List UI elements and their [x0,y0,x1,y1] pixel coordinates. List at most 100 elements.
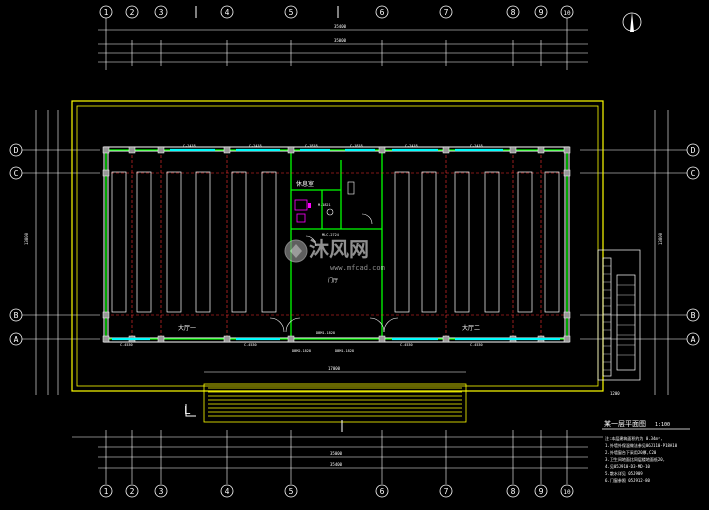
dim-right-total: 13800 [658,232,663,245]
bottom-axis-labels: 1 2 3 4 5 6 7 8 9 10 [104,487,571,496]
axis-top-3: 3 [159,8,164,17]
window-label: C-2418 [183,144,196,148]
top-axis-bubbles [99,5,574,19]
window-label: C-1818 [305,144,318,148]
axis-bottom-5: 5 [289,487,294,496]
exterior-walls [103,146,570,343]
bottom-axis-bubbles [99,484,574,498]
outer-boundary-outer [71,100,604,392]
dim-left-total: 13800 [24,232,29,245]
drawing-scale: 1:100 [655,422,670,428]
washroom-fixtures [294,181,355,223]
windows-cyan [112,148,560,341]
note-line: 4.见05J910-D3-MD-10 [605,464,651,469]
grid-axis-lines [106,150,567,339]
axis-bottom-4: 4 [225,487,230,496]
axis-right-d: D [691,146,696,155]
right-dimension-lines [580,110,687,395]
note-line: 3.卫生间地面比同层楼地面低20, [605,456,665,462]
dim-overall-top: 35400 [334,24,347,29]
watermark-main: 沐风网 [309,237,369,261]
door-label: DBM2-1828 [292,349,311,353]
top-dimension-lines [98,18,588,70]
window-label: C-4530 [120,343,133,347]
axis-left-d: D [14,146,19,155]
dim-overall-bottom: 35000 [330,451,343,456]
watermark: 沐风网 www.mfcad.com [284,237,385,272]
right-axis-labels: D C B A [691,146,696,344]
left-axis-labels: D C B A [14,146,19,344]
outer-boundary-inner [76,105,599,387]
dim-overall-top-inner: 35000 [334,38,347,43]
door-label: DBM1-1828 [316,331,335,335]
hall2-desks [394,171,560,313]
axis-bottom-7: 7 [444,487,449,496]
door-labels: M-1821 MLC-2724 DBM2-1828 DBM1-1828 DBM1… [292,203,354,353]
room-label-hall2: 大厅二 [462,324,480,332]
axis-top-8: 8 [511,8,516,17]
door-label: M-1821 [318,203,331,207]
axis-left-c: C [14,169,19,178]
axis-top-5: 5 [289,8,294,17]
axis-bottom-9: 9 [539,487,544,496]
axis-right-c: C [691,169,696,178]
right-stair [597,249,641,381]
note-line: 注:本层建筑面积约为 0.34m², [605,435,663,441]
top-axis-labels: 1 2 3 4 5 6 7 8 9 10 [104,8,571,17]
bottom-dimension-lines [72,430,603,484]
axis-bottom-1: 1 [104,487,109,496]
section-marker-bottom [185,404,343,432]
section-marker-top [195,6,339,18]
drawing-title: 某一层平面图 [604,420,646,428]
axis-bottom-8: 8 [511,487,516,496]
door-label: MLC-2724 [322,233,339,237]
dim-terrace: 17000 [328,366,341,371]
design-notes: 注:本层建筑面积约为 0.34m², 1.外墙外保温做法参见06J110-P18… [605,435,678,483]
room-label-hall1: 大厅一 [178,324,196,332]
axis-top-9: 9 [539,8,544,17]
axis-top-2: 2 [130,8,135,17]
window-label: C-4530 [470,343,483,347]
axis-left-a: A [14,335,19,344]
axis-top-4: 4 [225,8,230,17]
note-line: 2.外墙窗台下采用20厚,C20 [605,449,657,455]
window-labels: C-2418 C-2418 C-1818 C-1818 C-2418 C-241… [120,144,483,347]
stair-treads [603,265,635,371]
watermark-url: www.mfcad.com [330,264,385,272]
left-dimension-lines [22,110,100,395]
section-tag: L [184,404,191,417]
axis-bottom-6: 6 [380,487,385,496]
axis-bottom-10: 10 [563,489,571,496]
room-label-lobby: 门厅 [328,277,338,284]
entrance-steps [203,383,467,423]
room-labels: 大厅一 大厅二 休息室 门厅 [178,180,480,332]
axis-top-6: 6 [380,8,385,17]
door-label: DBM1-1828 [335,349,354,353]
door-swings [269,213,399,333]
window-label: C-4530 [244,343,257,347]
axis-right-b: B [691,311,696,320]
top-dimension-text: 35400 35000 [334,24,347,43]
axis-right-a: A [691,335,696,344]
dim-overall-bottom-outer: 35400 [330,462,343,467]
axis-top-7: 7 [444,8,449,17]
watermark-logo-icon [290,244,302,258]
window-label: C-2418 [249,144,262,148]
north-arrow-icon [622,12,642,32]
axis-left-b: B [14,311,19,320]
hall1-desks [111,171,277,313]
note-line: 6.门窗参照 05J912-80 [605,477,650,483]
window-label: C-4530 [400,343,413,347]
note-line: 1.外墙外保温做法参见06J110-P18A10 [605,442,678,448]
room-label-lounge: 休息室 [296,180,314,188]
window-label: C-1818 [350,144,363,148]
axis-top-1: 1 [104,8,109,17]
axis-bottom-3: 3 [159,487,164,496]
window-label: C-2418 [405,144,418,148]
axis-bottom-2: 2 [130,487,135,496]
dim-stair: 1200 [610,391,620,396]
note-line: 5.散水详见 05J909 [605,470,643,476]
axis-top-10: 10 [563,10,571,17]
window-label: C-2418 [470,144,483,148]
